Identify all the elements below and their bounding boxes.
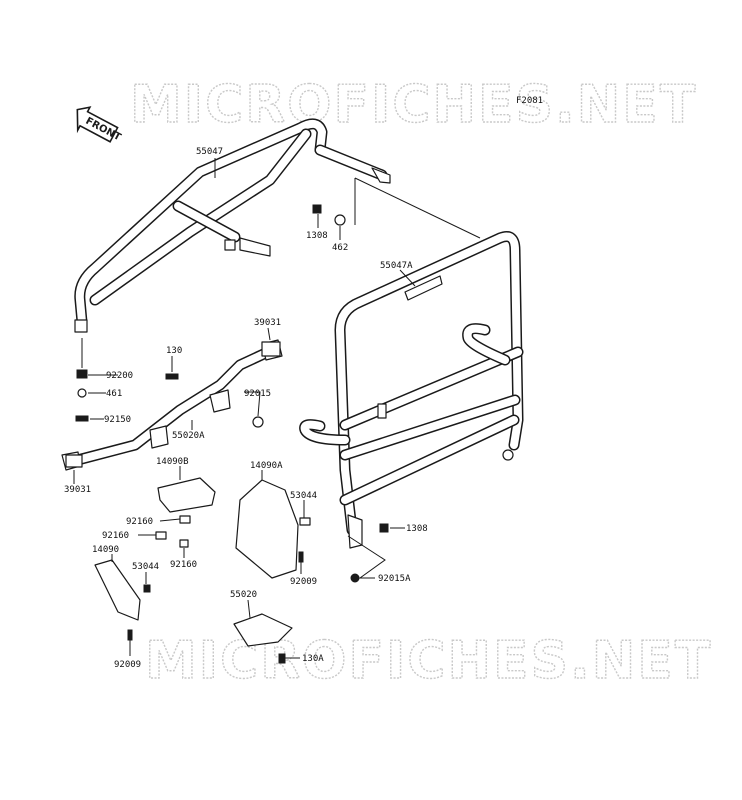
label-39031-left: 39031 bbox=[64, 485, 91, 495]
label-130A: 130A bbox=[302, 654, 324, 664]
front-rollbar-55047 bbox=[74, 118, 391, 333]
label-53044-mid: 53044 bbox=[290, 491, 317, 501]
label-92160-a: 92160 bbox=[126, 517, 153, 527]
label-14090A: 14090A bbox=[250, 461, 283, 471]
guard-55020 bbox=[233, 613, 293, 647]
label-461: 461 bbox=[106, 389, 122, 399]
rear-rollbar-55047A bbox=[299, 231, 524, 549]
bolt-1308-right bbox=[379, 523, 389, 533]
bushing-39031-left bbox=[65, 454, 83, 468]
plate-14090 bbox=[94, 559, 141, 621]
bolt-1308-top bbox=[312, 204, 322, 214]
bracket-14090B bbox=[157, 477, 216, 513]
label-462: 462 bbox=[332, 243, 348, 253]
label-92009-mid: 92009 bbox=[290, 577, 317, 587]
label-55047A: 55047A bbox=[380, 261, 413, 271]
label-1308-top: 1308 bbox=[306, 231, 328, 241]
clip-53044-left bbox=[143, 584, 151, 593]
label-55020A: 55020A bbox=[172, 431, 205, 441]
label-92160-b: 92160 bbox=[102, 531, 129, 541]
label-39031-top: 39031 bbox=[254, 318, 281, 328]
nut-92015A bbox=[350, 573, 360, 583]
watermark-bottom: MICROFICHES.NET bbox=[145, 631, 712, 691]
label-92009-left: 92009 bbox=[114, 660, 141, 670]
label-130: 130 bbox=[166, 346, 182, 356]
washer-461 bbox=[77, 388, 87, 398]
label-92160-c: 92160 bbox=[170, 560, 197, 570]
washer-462 bbox=[334, 214, 346, 226]
leader-lines bbox=[73, 158, 481, 659]
pad-92160-c bbox=[179, 539, 189, 548]
plate-14090A bbox=[235, 479, 299, 579]
bushing-39031-top bbox=[261, 341, 281, 357]
label-55047: 55047 bbox=[196, 147, 223, 157]
watermark-top: MICROFICHES.NET bbox=[130, 75, 697, 135]
label-14090: 14090 bbox=[92, 545, 119, 555]
bolt-92150 bbox=[75, 415, 89, 422]
label-55020: 55020 bbox=[230, 590, 257, 600]
bolt-130A bbox=[278, 653, 286, 664]
pad-92160-b bbox=[155, 531, 167, 540]
figure-code: F2081 bbox=[516, 96, 543, 106]
label-1308-right: 1308 bbox=[406, 524, 428, 534]
label-53044-left: 53044 bbox=[132, 562, 159, 572]
nut-92200 bbox=[76, 369, 88, 379]
clip-53044-mid bbox=[299, 517, 311, 526]
nut-92015 bbox=[252, 416, 264, 428]
label-92200: 92200 bbox=[106, 371, 133, 381]
screw-92009-mid bbox=[298, 551, 304, 563]
label-14090B: 14090B bbox=[156, 457, 189, 467]
pad-92160-a bbox=[179, 515, 191, 524]
screw-92009-left bbox=[127, 629, 133, 641]
label-92015A: 92015A bbox=[378, 574, 411, 584]
label-92150: 92150 bbox=[104, 415, 131, 425]
label-92015: 92015 bbox=[244, 389, 271, 399]
bolt-130 bbox=[165, 373, 179, 380]
front-arrow-icon: FRONT bbox=[76, 106, 123, 143]
